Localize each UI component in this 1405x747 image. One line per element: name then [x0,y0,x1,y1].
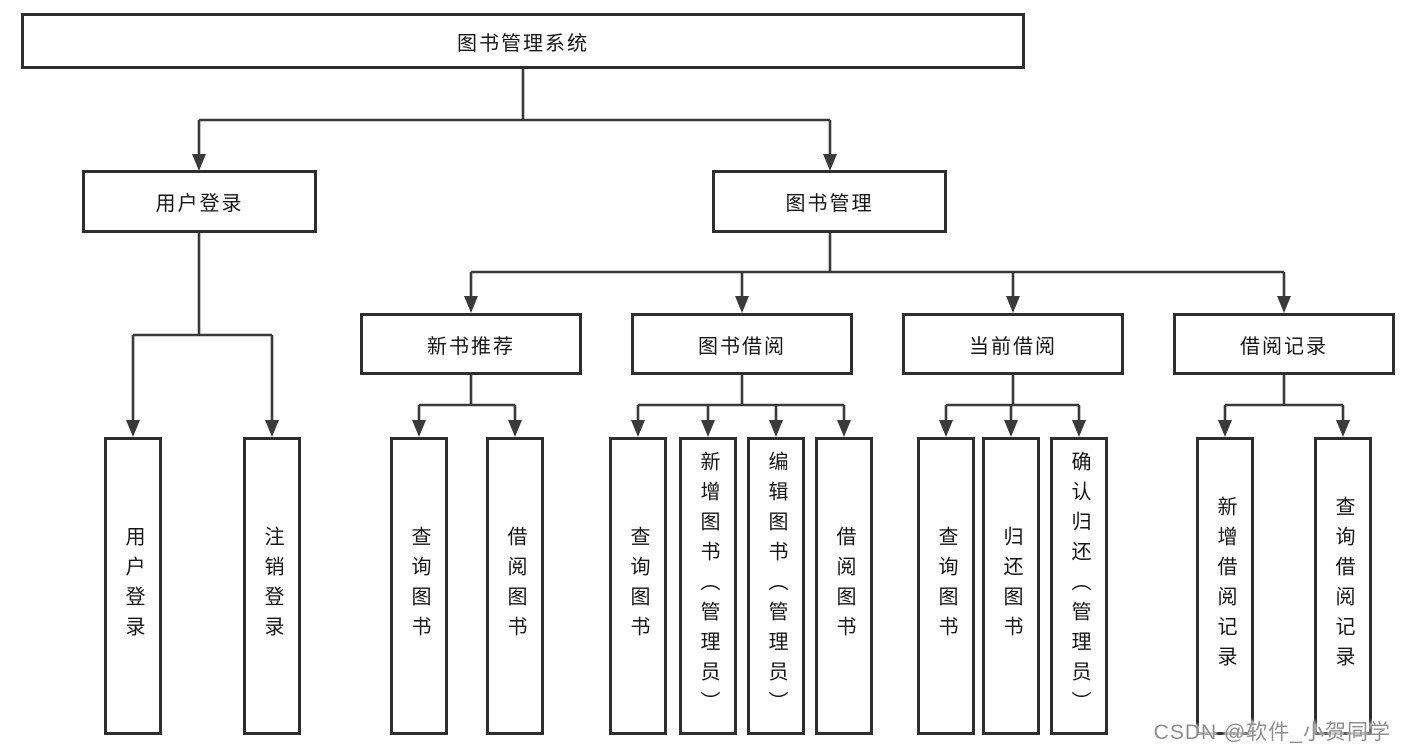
arrowhead [192,154,206,171]
arrowhead [464,296,478,313]
leaf-add-book-admin-label: 新增图书（管理员） [697,451,719,721]
leaf-user-login: 用户登录 [104,437,162,735]
leaf-borrow-books-recommend: 借阅图书 [486,437,544,735]
connector-recommend-to-leaves [412,375,522,437]
node-current-borrow: 当前借阅 [902,313,1124,375]
connector-records-to-leaves [1218,375,1350,437]
leaf-borrow-books-label: 借阅图书 [833,526,855,646]
watermark-text: CSDN @软件_小贺同学 [1153,721,1391,744]
connector-borrow-to-leaves [631,375,851,437]
leaf-query-books-recommend-label: 查询图书 [408,526,430,646]
arrowhead [1072,420,1086,437]
arrowhead [508,420,522,437]
leaf-logout-label: 注销登录 [261,526,283,646]
arrowhead [939,420,953,437]
leaf-logout: 注销登录 [243,437,301,735]
leaf-query-books-current-label: 查询图书 [935,526,957,646]
leaf-return-book-label: 归还图书 [1000,526,1022,646]
leaf-query-books-current: 查询图书 [917,437,975,735]
connector-user-login-to-leaves [126,233,279,437]
connector-book-management-to-level3 [464,233,1291,313]
leaf-edit-book-admin: 编辑图书（管理员） [747,437,805,735]
arrowhead [1218,420,1232,437]
node-book-management: 图书管理 [712,170,947,233]
connector-current-to-leaves [939,375,1086,437]
leaf-add-borrow-record: 新增借阅记录 [1196,437,1254,735]
node-user-login: 用户登录 [82,170,317,233]
leaf-query-books-recommend: 查询图书 [390,437,448,735]
leaf-add-borrow-record-label: 新增借阅记录 [1214,496,1236,676]
arrowhead [823,154,837,171]
leaf-user-login-label: 用户登录 [122,526,144,646]
arrowhead [701,420,715,437]
leaf-confirm-return-admin-label: 确认归还（管理员） [1068,451,1090,721]
leaf-borrow-books: 借阅图书 [815,437,873,735]
leaf-query-borrow-record: 查询借阅记录 [1314,437,1372,735]
leaf-query-borrow-record-label: 查询借阅记录 [1332,496,1354,676]
arrowhead [412,420,426,437]
arrowhead [1004,420,1018,437]
arrowhead [837,420,851,437]
leaf-confirm-return-admin: 确认归还（管理员） [1050,437,1108,735]
node-root: 图书管理系统 [21,13,1025,69]
arrowhead [769,420,783,437]
arrowhead [265,420,279,437]
node-book-borrow: 图书借阅 [631,313,853,375]
leaf-query-books-borrow: 查询图书 [609,437,667,735]
arrowhead [1277,296,1291,313]
node-new-book-recommend: 新书推荐 [360,313,582,375]
arrowhead [735,296,749,313]
arrowhead [631,420,645,437]
node-borrow-records: 借阅记录 [1173,313,1395,375]
leaf-borrow-books-recommend-label: 借阅图书 [504,526,526,646]
arrowhead [126,420,140,437]
arrowhead [1336,420,1350,437]
leaf-add-book-admin: 新增图书（管理员） [679,437,737,735]
connector-root-to-level2 [192,69,837,171]
leaf-query-books-borrow-label: 查询图书 [627,526,649,646]
leaf-edit-book-admin-label: 编辑图书（管理员） [765,451,787,721]
arrowhead [1006,296,1020,313]
leaf-return-book: 归还图书 [982,437,1040,735]
